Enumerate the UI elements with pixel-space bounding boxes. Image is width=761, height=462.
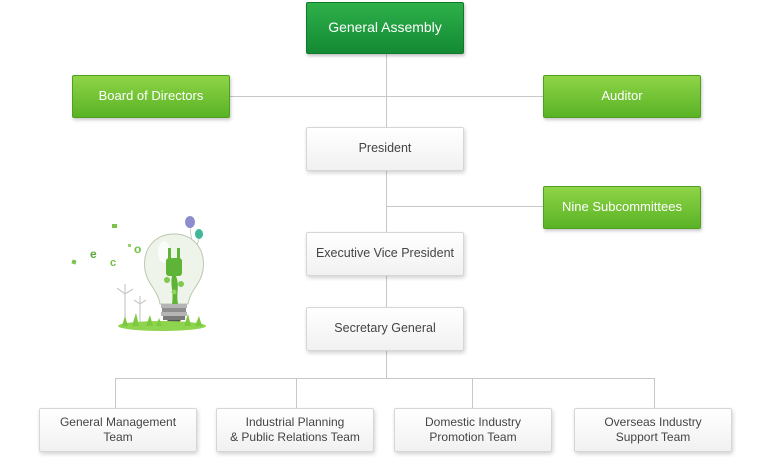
eco-letter-e: e [90,247,97,261]
team-domestic-industry-box: Domestic Industry Promotion Team [394,408,552,452]
nine-subcommittees-box: Nine Subcommittees [543,186,701,229]
nine-subcommittees-label: Nine Subcommittees [562,199,682,215]
balloon-icon [185,216,195,228]
plug-icon [164,248,184,304]
team-label-line1: Industrial Planning [245,415,345,429]
secretary-general-box: Secretary General [306,307,464,351]
board-of-directors-label: Board of Directors [98,88,204,104]
team-overseas-industry-box: Overseas Industry Support Team [574,408,732,452]
executive-vice-president-box: Executive Vice President [306,232,464,276]
auditor-label: Auditor [601,88,643,104]
president-label: President [358,141,412,156]
team-label-line1: General Management [59,415,177,429]
auditor-box: Auditor [543,75,701,118]
team-label-line1: Overseas Industry [604,415,702,429]
board-of-directors-box: Board of Directors [72,75,230,118]
team-label-line2: Support Team [615,430,691,444]
eco-letter-c: c [110,257,116,269]
team-label-line2: & Public Relations Team [230,430,360,444]
executive-vice-president-label: Executive Vice President [315,246,455,261]
wind-turbine-icon [116,284,147,324]
connector-main-vertical [386,54,387,378]
team-label-line2: Team [103,430,133,444]
team-label-line2: Promotion Team [429,430,517,444]
connector-team-4 [654,378,655,408]
connector-teams-horizontal [115,378,655,379]
secretary-general-label: Secretary General [334,321,436,336]
president-box: President [306,127,464,171]
team-general-management-box: General Management Team [39,408,197,452]
connector-team-1 [115,378,116,408]
connector-team-2 [296,378,297,408]
balloon-icon [195,229,203,239]
connector-subcommittees [386,206,545,207]
connector-team-3 [472,378,473,408]
general-assembly-label: General Assembly [328,19,442,36]
team-industrial-planning-box: Industrial Planning & Public Relations T… [216,408,374,452]
eco-letter-o: o [134,242,141,256]
grass-icon [118,313,206,331]
general-assembly-box: General Assembly [306,2,464,54]
connector-board-auditor [229,96,545,97]
eco-lightbulb-plug-icon: e c o [71,216,206,331]
team-label-line1: Domestic Industry [424,415,522,429]
